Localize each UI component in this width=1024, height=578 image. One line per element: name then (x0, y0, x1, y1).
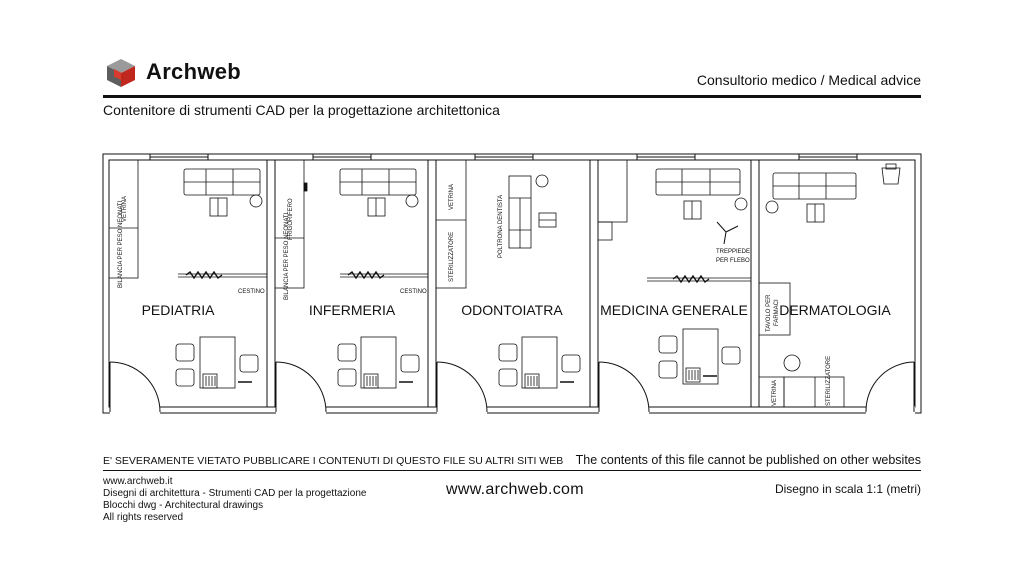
footer-divider (103, 470, 921, 471)
inner-wall (108, 159, 916, 408)
outer-wall (102, 153, 922, 414)
label-bilancia-2: BILANCIA PER PESO NEONATI (284, 212, 290, 300)
warning-italian: E' SEVERAMENTE VIETATO PUBBLICARE I CONT… (103, 455, 564, 467)
header-divider (103, 95, 921, 98)
label-treppiede: TREPPIEDE (716, 249, 750, 255)
warning-english: The contents of this file cannot be publ… (575, 453, 921, 467)
label-vetrina-1: VETRINA (122, 196, 128, 222)
label-tavolo-per: TAVOLO PER (766, 294, 772, 332)
brand-name: Archweb (146, 59, 242, 84)
room-medicina-generale (597, 159, 751, 385)
archweb-logo (107, 59, 135, 87)
label-poltrona-dentista: POLTRONA DENTISTA (498, 195, 504, 258)
footer-line-3: Blocchi dwg - Architectural drawings (103, 500, 264, 511)
room-infermeria (274, 159, 428, 389)
room-label-medicina-generale: MEDICINA GENERALE (600, 302, 748, 318)
room-label-pediatria: PEDIATRIA (142, 302, 216, 318)
subtitle: Contenitore di strumenti CAD per la prog… (103, 102, 500, 118)
room-dermatologia (758, 163, 901, 408)
partition-4 (750, 159, 760, 408)
windows (149, 153, 858, 161)
room-label-dermatologia: DERMATOLOGIA (779, 302, 891, 318)
doors (109, 361, 915, 414)
label-cestino-1: CESTINO (238, 289, 265, 295)
room-label-odontoiatra: ODONTOIATRA (461, 302, 563, 318)
label-farmaci: FARMACI (774, 299, 780, 326)
site-url[interactable]: www.archweb.com (446, 481, 584, 498)
partition-1 (266, 159, 276, 408)
room-pediatria (108, 159, 267, 389)
label-frigorifero: FRIGORIFERO (288, 198, 294, 240)
room-label-infermeria: INFERMERIA (309, 302, 396, 318)
label-vetrina-5: VETRINA (772, 380, 778, 406)
label-vetrina-3: VETRINA (449, 184, 455, 210)
label-sterilizzatore-3: STERILIZZATORE (449, 232, 455, 282)
label-sterilizzatore-5: STERILIZZATORE (826, 356, 832, 406)
label-cestino-2: CESTINO (400, 289, 427, 295)
scale-note: Disegno in scala 1:1 (metri) (774, 482, 921, 496)
label-per-flebo: PER FLEBO (716, 258, 750, 264)
label-bilancia-1: BILANCIA PER PESO NEONATI (118, 200, 124, 288)
footer-line-2: Disegni di architettura - Strumenti CAD … (103, 488, 367, 499)
footer-line-4: All rights reserved (103, 512, 184, 523)
partition-3 (589, 159, 599, 408)
document-title: Consultorio medico / Medical advice (696, 72, 921, 88)
partition-2 (427, 159, 437, 408)
footer-site-link[interactable]: www.archweb.it (103, 476, 173, 487)
room-odontoiatra (435, 159, 581, 389)
